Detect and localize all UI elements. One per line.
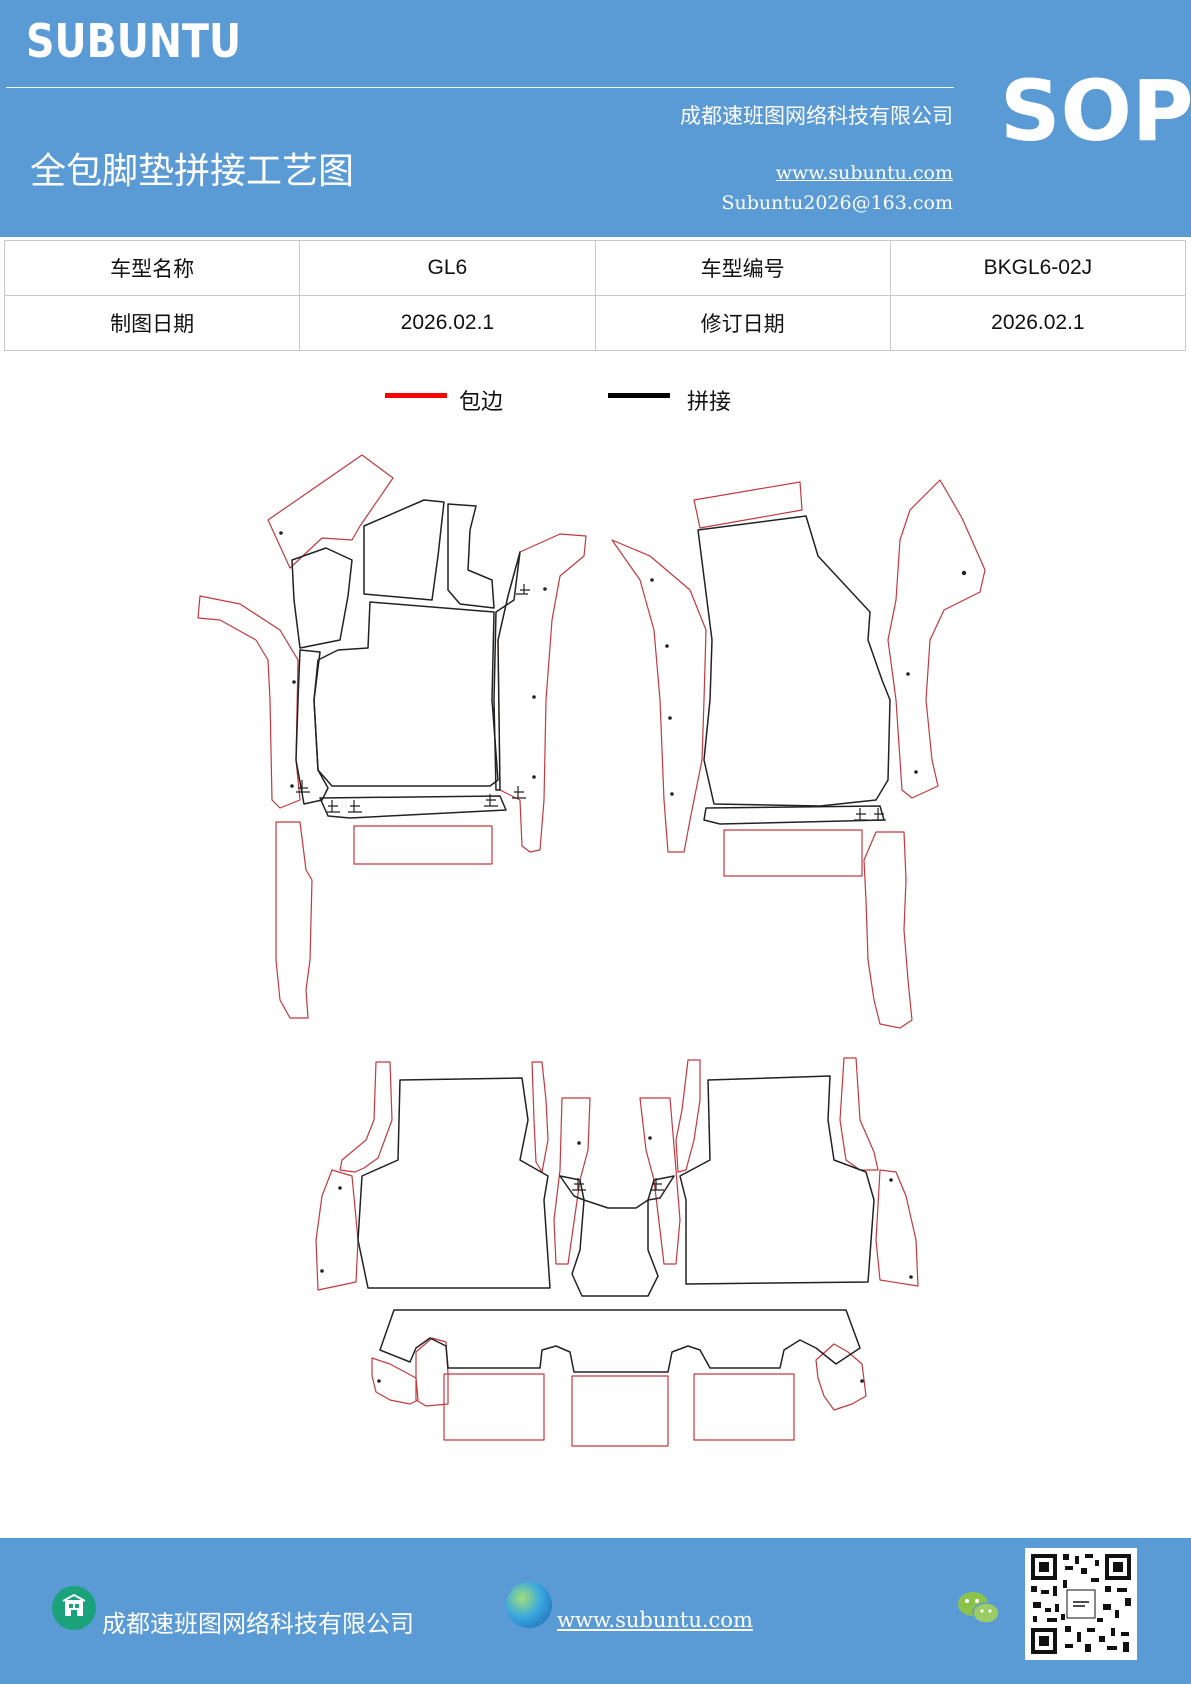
model-code-label: 车型编号 xyxy=(594,240,891,296)
revise-date-value: 2026.02.1 xyxy=(889,295,1187,351)
page-footer: 成都速班图网络科技有限公司 www.subuntu.com xyxy=(0,1538,1191,1684)
draw-date-label: 制图日期 xyxy=(3,295,301,351)
stop-marks xyxy=(296,584,886,1191)
header-company: 成都速班图网络科技有限公司 xyxy=(680,104,953,128)
legend-join-swatch xyxy=(608,393,670,398)
footer-website-link[interactable]: www.subuntu.com xyxy=(557,1608,753,1632)
edge-outlines xyxy=(197,454,986,1447)
legend-edge-swatch xyxy=(385,393,447,398)
header-website-link[interactable]: www.subuntu.com xyxy=(775,162,953,184)
table-row: 制图日期 2026.02.1 修订日期 2026.02.1 xyxy=(3,295,1187,351)
legend-join-label: 拼接 xyxy=(687,390,732,415)
marker-dots xyxy=(279,531,967,1383)
draw-date-value: 2026.02.1 xyxy=(299,295,596,351)
document-title: 全包脚垫拼接工艺图 xyxy=(30,151,355,192)
wechat-icon xyxy=(955,1588,1003,1628)
model-code-value: BKGL6-02J xyxy=(889,240,1187,296)
revise-date-label: 修订日期 xyxy=(594,295,891,351)
legend: 包边 拼接 xyxy=(0,388,1191,422)
globe-icon xyxy=(506,1582,552,1628)
info-table: 车型名称 GL6 车型编号 BKGL6-02J 制图日期 2026.02.1 修… xyxy=(3,240,1187,351)
building-icon xyxy=(52,1586,96,1630)
mat-pattern-diagram xyxy=(197,454,986,1447)
brand-logo: SUBUNTU xyxy=(26,14,242,68)
footer-company: 成都速班图网络科技有限公司 xyxy=(102,1610,414,1638)
sop-badge: SOP xyxy=(1000,62,1191,160)
header-divider xyxy=(6,87,954,88)
legend-edge-label: 包边 xyxy=(459,390,504,415)
table-row: 车型名称 GL6 车型编号 BKGL6-02J xyxy=(3,240,1187,296)
page-header: SUBUNTU 成都速班图网络科技有限公司 全包脚垫拼接工艺图 www.subu… xyxy=(0,0,1191,237)
header-email: Subuntu2026@163.com xyxy=(721,192,953,214)
model-name-value: GL6 xyxy=(299,240,596,296)
join-outlines xyxy=(291,499,891,1373)
qr-code-image xyxy=(1025,1548,1137,1660)
model-name-label: 车型名称 xyxy=(3,240,301,296)
